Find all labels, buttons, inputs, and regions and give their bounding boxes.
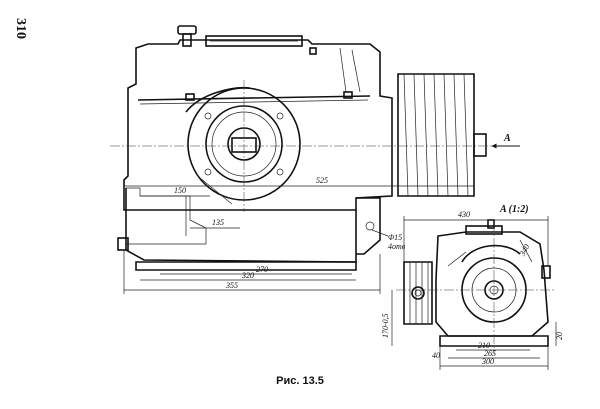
view-a-label: A (1:2) <box>499 204 529 215</box>
dim-170: 170-0,5 <box>381 313 390 338</box>
dim-265: 265 <box>484 349 496 358</box>
side-view-dimensions: 430 340 170-0,5 20 40 210 265 300 <box>381 210 564 370</box>
main-view: A 525 150 135 270 320 355 Φ15 <box>110 25 520 294</box>
dim-525: 525 <box>316 176 328 185</box>
pulley-grooves <box>403 73 469 197</box>
dim-phi15: Φ15 <box>388 233 402 242</box>
dim-40: 40 <box>432 351 440 360</box>
dim-355: 355 <box>225 281 238 290</box>
dim-4-holes: 4отв <box>388 242 406 251</box>
dim-300: 300 <box>481 357 494 366</box>
dim-150: 150 <box>174 186 186 195</box>
figure-caption: Рис. 13.5 <box>276 375 324 387</box>
dim-210: 210 <box>478 341 490 350</box>
gearbox-housing: A <box>110 25 520 271</box>
dim-430: 430 <box>458 210 470 219</box>
dim-270: 270 <box>256 265 268 274</box>
dim-340: 340 <box>517 243 531 259</box>
side-view-body <box>396 219 556 354</box>
dim-135: 135 <box>212 218 224 227</box>
dim-20: 20 <box>555 332 564 340</box>
view-arrow-label: A <box>503 133 511 144</box>
main-view-dimensions: 525 150 135 270 320 355 Φ15 4отв <box>123 176 474 294</box>
dim-320: 320 <box>241 271 254 280</box>
side-view-a: A (1:2) <box>381 204 564 370</box>
